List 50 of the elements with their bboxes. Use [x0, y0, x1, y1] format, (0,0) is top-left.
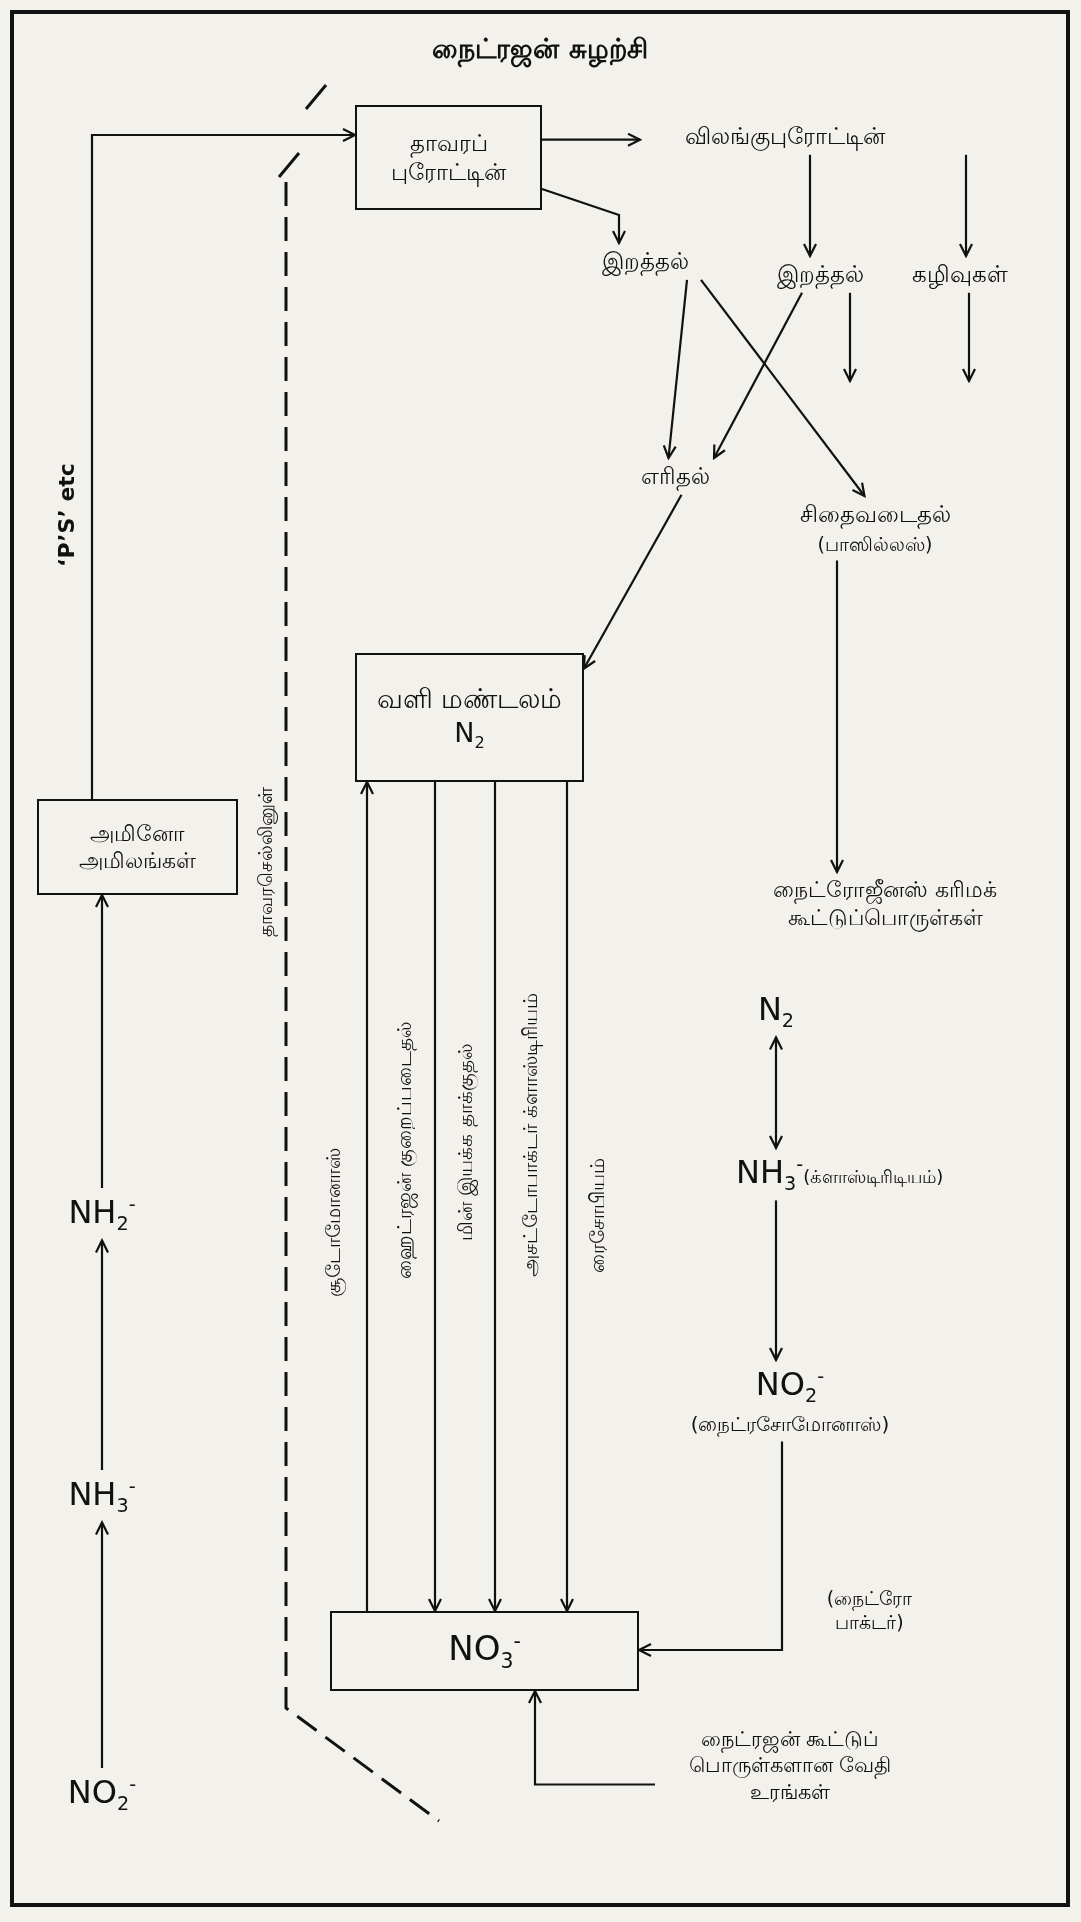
stage-label: இறத்தல் — [601, 247, 689, 276]
arrow — [359, 780, 375, 1611]
stage-label: விலங்குபுரோட்டின் — [685, 122, 885, 151]
arrow — [94, 1521, 110, 1768]
arrow — [559, 782, 575, 1613]
process-box — [355, 653, 584, 782]
arrow — [958, 154, 974, 258]
process-box — [37, 799, 238, 895]
arrow — [637, 1441, 784, 1658]
stage-label: கழிவுகள் — [912, 260, 1008, 289]
organism-note: (க்ளாஸ்டிரிடியம்) — [803, 1166, 944, 1189]
arrow — [541, 187, 627, 245]
process-box — [355, 105, 542, 210]
box-label: தாவரப் புரோட்டின் — [390, 128, 507, 187]
diagram-title: நைட்ரஜன் சுழற்சி — [432, 32, 648, 68]
stage-label: சிதைவடைதல் — [799, 500, 951, 529]
stage-label: N$_{2}$ — [757, 989, 795, 1034]
process-note: தாவரசெல்லினுள் — [253, 787, 279, 937]
stage-label: இறத்தல் — [776, 260, 864, 289]
organism-note: (பாஸில்லஸ்) — [817, 532, 933, 557]
box-label: வளி மண்டலம் N$_{2}$ — [375, 681, 564, 754]
stage-label: நைட்ரஜன் கூட்டுப் பொருள்களான வேதி உரங்கள் — [687, 1726, 893, 1805]
arrow — [768, 1036, 784, 1150]
process-note: அசட்டோபாக்டர் க்ளாஸ்டிரியம் — [518, 992, 544, 1278]
arrow — [961, 292, 977, 383]
process-box — [330, 1611, 639, 1691]
process-note: ரைசோபியம் — [585, 1157, 610, 1273]
arrow — [802, 154, 818, 258]
arrow — [662, 279, 689, 460]
arrow — [829, 560, 845, 874]
stage-label: எரிதல் — [640, 462, 710, 491]
process-note: ஹைட்ரஜன் குறைப்படைதல் — [392, 1020, 418, 1280]
edge-label: ‘P’S’ etc — [53, 463, 79, 567]
arrow — [768, 1200, 784, 1362]
organism-note: (நைட்ரசோமோனாஸ்) — [690, 1412, 890, 1438]
stage-label: நைட்ரோஜீனஸ் கரிமக் கூட்டுப்பொருள்கள் — [772, 876, 998, 931]
arrow — [542, 132, 642, 147]
box-label: அமினோ அமிலங்கள் — [78, 819, 197, 875]
arrow — [712, 292, 803, 460]
arrow — [94, 1239, 110, 1470]
arrow — [700, 279, 866, 498]
process-note: மின் இயக்க தாக்குதல் — [453, 1043, 479, 1241]
arrow — [582, 494, 683, 670]
arrow — [842, 292, 858, 383]
arrow — [487, 782, 503, 1613]
arrow — [94, 893, 110, 1188]
arrow — [527, 1689, 655, 1786]
arrow — [90, 127, 357, 799]
arrow — [427, 782, 443, 1613]
process-note: சூடோமோனாஸ் — [321, 1147, 347, 1297]
